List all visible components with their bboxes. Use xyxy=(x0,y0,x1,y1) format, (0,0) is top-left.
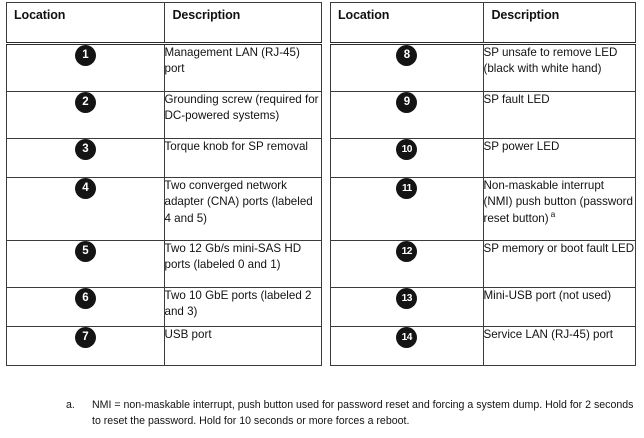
location-number-badge: 14 xyxy=(396,327,418,348)
description-text: Grounding screw (required for DC-powered… xyxy=(164,93,319,123)
description-cell: Grounding screw (required for DC-powered… xyxy=(163,91,322,139)
location-number-badge: 6 xyxy=(74,288,96,309)
description-text: Non-maskable interrupt (NMI) push button… xyxy=(483,179,634,225)
description-text: Torque knob for SP removal xyxy=(164,140,309,153)
table-row: 9 SP fault LED xyxy=(330,91,636,139)
header-description: Description xyxy=(482,2,636,45)
description-text: Service LAN (RJ-45) port xyxy=(483,328,614,341)
location-cell: 9 xyxy=(330,91,484,139)
description-cell: Two 10 GbE ports (labeled 2 and 3) xyxy=(163,287,322,327)
description-cell: Management LAN (RJ-45) port xyxy=(163,43,322,92)
header-location: Location xyxy=(330,2,484,45)
location-number-badge: 5 xyxy=(74,241,96,262)
description-text: USB port xyxy=(164,328,212,341)
location-number-badge: 10 xyxy=(396,139,418,160)
location-cell: 11 xyxy=(330,177,484,241)
location-table-right: Location Description 8 SP unsafe to remov… xyxy=(330,2,636,366)
location-table-left: Location Description 1 Management LAN (RJ… xyxy=(6,2,322,366)
location-cell: 3 xyxy=(6,138,165,178)
table-row: 5 Two 12 Gb/s mini-SAS HD ports (labeled … xyxy=(6,240,322,288)
table-row: 4 Two converged network adapter (CNA) por… xyxy=(6,177,322,241)
left-table-wrapper: Location Description 1 Management LAN (RJ… xyxy=(0,2,322,366)
location-cell: 14 xyxy=(330,326,484,366)
location-cell: 1 xyxy=(6,43,165,92)
description-text: Two 10 GbE ports (labeled 2 and 3) xyxy=(164,289,312,319)
description-text: Mini-USB port (not used) xyxy=(483,289,612,302)
description-text: SP power LED xyxy=(483,140,560,153)
description-cell: SP power LED xyxy=(482,138,636,178)
location-description-tables: Location Description 1 Management LAN (RJ… xyxy=(0,2,644,366)
footnote-marker: a. xyxy=(66,399,75,411)
location-number-badge: 8 xyxy=(396,45,418,66)
description-text: Two 12 Gb/s mini-SAS HD ports (labeled 0… xyxy=(164,242,302,272)
footnote-text: NMI = non-maskable interrupt, push butto… xyxy=(92,399,634,427)
table-body-right: 8 SP unsafe to remove LED (black with whi… xyxy=(330,43,636,366)
table-row: 13 Mini-USB port (not used) xyxy=(330,287,636,327)
location-cell: 5 xyxy=(6,240,165,288)
description-cell: Service LAN (RJ-45) port xyxy=(482,326,636,366)
description-cell: Torque knob for SP removal xyxy=(163,138,322,178)
footnote: a. NMI = non-maskable interrupt, push bu… xyxy=(66,398,634,430)
location-number-badge: 4 xyxy=(74,178,96,199)
location-cell: 6 xyxy=(6,287,165,327)
header-row: Location Description xyxy=(6,2,322,45)
table-row: 10 SP power LED xyxy=(330,138,636,178)
location-cell: 10 xyxy=(330,138,484,178)
location-number-badge: 2 xyxy=(74,92,96,113)
description-text: SP unsafe to remove LED (black with whit… xyxy=(483,46,618,76)
location-cell: 12 xyxy=(330,240,484,288)
description-cell: Two 12 Gb/s mini-SAS HD ports (labeled 0… xyxy=(163,240,322,288)
location-cell: 2 xyxy=(6,91,165,139)
location-cell: 7 xyxy=(6,326,165,366)
table-row: 7 USB port xyxy=(6,326,322,366)
location-number-badge: 11 xyxy=(396,178,418,199)
table-row: 8 SP unsafe to remove LED (black with whi… xyxy=(330,43,636,92)
table-header-right: Location Description xyxy=(330,2,636,45)
description-cell: Two converged network adapter (CNA) port… xyxy=(163,177,322,241)
location-number-badge: 12 xyxy=(396,241,418,262)
location-cell: 4 xyxy=(6,177,165,241)
location-number-badge: 3 xyxy=(74,139,96,160)
header-description: Description xyxy=(163,2,322,45)
table-row: 1 Management LAN (RJ-45) port xyxy=(6,43,322,92)
description-cell: SP fault LED xyxy=(482,91,636,139)
table-body-left: 1 Management LAN (RJ-45) port 2 Grounding s… xyxy=(6,43,322,366)
description-cell: USB port xyxy=(163,326,322,366)
table-row: 2 Grounding screw (required for DC-powere… xyxy=(6,91,322,139)
header-row: Location Description xyxy=(330,2,636,45)
table-row: 11 Non-maskable interrupt (NMI) push butt… xyxy=(330,177,636,241)
header-location: Location xyxy=(6,2,165,45)
description-cell: SP memory or boot fault LED xyxy=(482,240,636,288)
description-cell: SP unsafe to remove LED (black with whit… xyxy=(482,43,636,92)
description-text: SP fault LED xyxy=(483,93,550,106)
location-number-badge: 1 xyxy=(74,45,96,66)
location-number-badge: 9 xyxy=(396,92,418,113)
description-cell: Mini-USB port (not used) xyxy=(482,287,636,327)
description-text: SP memory or boot fault LED xyxy=(483,242,635,255)
right-table-wrapper: Location Description 8 SP unsafe to remov… xyxy=(322,2,644,366)
location-cell: 8 xyxy=(330,43,484,92)
description-cell: Non-maskable interrupt (NMI) push button… xyxy=(482,177,636,241)
table-row: 12 SP memory or boot fault LED xyxy=(330,240,636,288)
table-header-left: Location Description xyxy=(6,2,322,45)
location-number-badge: 13 xyxy=(396,288,418,309)
footnote-reference: a xyxy=(550,209,556,220)
table-row: 3 Torque knob for SP removal xyxy=(6,138,322,178)
table-row: 6 Two 10 GbE ports (labeled 2 and 3) xyxy=(6,287,322,327)
location-number-badge: 7 xyxy=(74,327,96,348)
location-cell: 13 xyxy=(330,287,484,327)
table-row: 14 Service LAN (RJ-45) port xyxy=(330,326,636,366)
description-text: Management LAN (RJ-45) port xyxy=(164,46,300,76)
description-text: Two converged network adapter (CNA) port… xyxy=(164,179,313,225)
